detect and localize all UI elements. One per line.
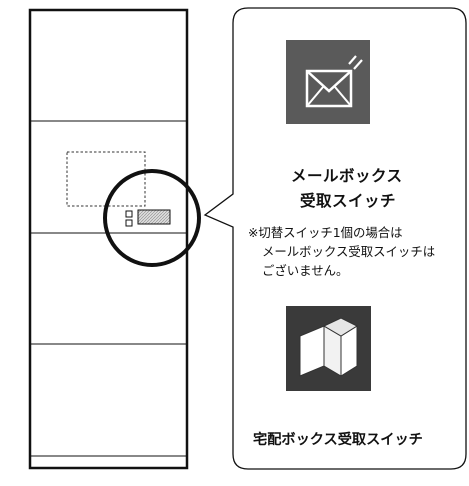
switch-button-bottom xyxy=(125,219,133,227)
delivery-box-switch-label: 宅配ボックス受取スイッチ xyxy=(253,432,423,448)
mailbox-switch-label-line2: 受取スイッチ xyxy=(300,192,397,210)
note-line1: ※切替スイッチ1個の場合は xyxy=(248,225,403,240)
switch-button-top xyxy=(125,210,133,218)
box-icon xyxy=(286,306,371,391)
mailbox-switch-label-line1: メールボックス xyxy=(291,167,403,185)
mailbox-switch-panel xyxy=(137,209,171,225)
switch-highlight-circle xyxy=(103,169,201,267)
envelope-icon xyxy=(286,40,370,124)
callout-bubble xyxy=(203,7,467,470)
note-line2: メールボックス受取スイッチは xyxy=(262,244,436,259)
note-line3: ございません。 xyxy=(262,263,349,278)
delivery-box-cabinet xyxy=(28,8,201,470)
